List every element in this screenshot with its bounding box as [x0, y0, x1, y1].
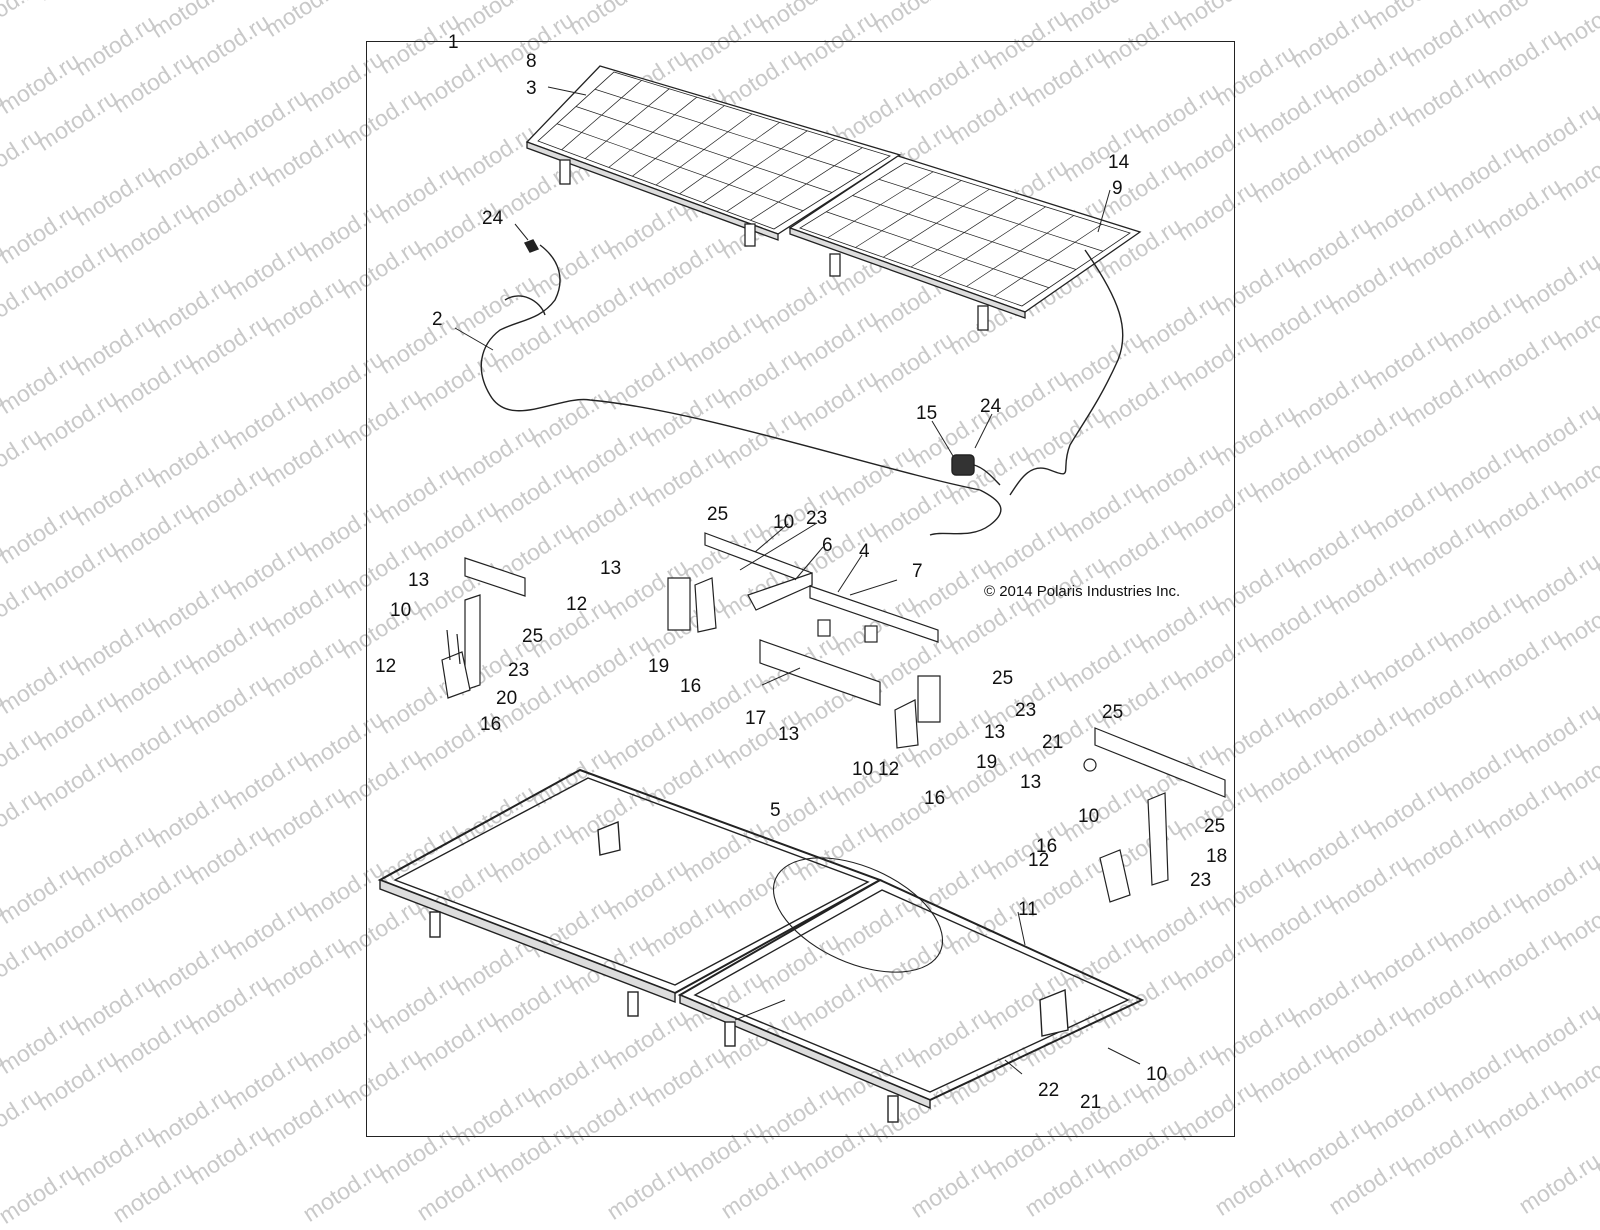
callout-6: 6 [822, 535, 833, 556]
callout-23c: 23 [1015, 700, 1036, 721]
callout-2: 2 [432, 309, 443, 330]
callout-12b: 12 [375, 656, 396, 677]
panel-cell-line [556, 123, 804, 212]
callout-20: 20 [496, 688, 517, 709]
callout-13c: 13 [984, 722, 1005, 743]
panel-cell-line [852, 195, 1077, 270]
spacer-21 [1083, 758, 1097, 772]
copyright-text: © 2014 Polaris Industries Inc. [984, 583, 1180, 600]
callouts: 1 8 3 14 9 24 2 15 24 25 10 23 6 4 7 13 … [375, 32, 1227, 1113]
diagram-frame [366, 41, 1235, 1137]
callout-7: 7 [912, 561, 923, 582]
callout-3: 3 [526, 78, 537, 99]
mount-foot [744, 223, 756, 247]
bracket-assembly-left [441, 557, 526, 699]
callout-16c: 16 [924, 788, 945, 809]
mount-foot [887, 1095, 899, 1123]
mount-foot [724, 1021, 736, 1047]
mount-foot [977, 305, 989, 331]
panel-cell-line [594, 88, 862, 175]
mount-foot [627, 991, 639, 1017]
callout-10: 10 [773, 512, 794, 533]
bracket-19 [667, 577, 691, 631]
callout-10d: 10 [1078, 806, 1099, 827]
callout-23d: 23 [1190, 870, 1211, 891]
callout-16d: 16 [1036, 836, 1057, 857]
callout-25e: 25 [1204, 816, 1225, 837]
callout-16: 16 [680, 676, 701, 697]
callout-5: 5 [770, 800, 781, 821]
callout-15: 15 [916, 403, 937, 424]
rail-assembly-center [667, 532, 941, 749]
callout-1: 1 [448, 32, 459, 53]
callout-13: 13 [600, 558, 621, 579]
bracket-16b [894, 699, 919, 749]
frame-right [677, 878, 1145, 1123]
detail-circle [772, 857, 944, 973]
mount-foot [429, 911, 441, 938]
callout-22: 22 [1038, 1080, 1059, 1101]
callout-24: 24 [482, 208, 504, 229]
callout-19b: 19 [976, 752, 997, 773]
callout-13d: 13 [778, 724, 799, 745]
callout-11: 11 [1018, 899, 1038, 920]
mount-foot [559, 159, 571, 185]
connector-box [951, 454, 975, 476]
callout-10b: 10 [390, 600, 411, 621]
panel-cell-line [878, 178, 1104, 252]
callout-13b: 13 [408, 570, 429, 591]
callout-12c: 12 [878, 759, 899, 780]
callout-12d: 12 [1028, 850, 1049, 871]
bracket-16 [694, 577, 717, 633]
exploded-view: 1 8 3 14 9 24 2 15 24 25 10 23 6 4 7 13 … [375, 32, 1227, 1123]
callout-16b: 16 [480, 714, 501, 735]
callout-25b: 25 [522, 626, 543, 647]
callout-10e: 10 [1146, 1064, 1167, 1085]
callout-12: 12 [566, 594, 587, 615]
bracket-19b [917, 675, 941, 723]
panel-cell-line [575, 106, 833, 193]
bracket-assembly-right [1083, 727, 1226, 903]
callout-18: 18 [1206, 846, 1227, 867]
callout-21: 21 [1042, 732, 1063, 753]
clamp [864, 625, 878, 643]
callout-17: 17 [745, 708, 766, 729]
connector-plug [523, 239, 540, 253]
clamp [817, 619, 831, 637]
callout-25d: 25 [1102, 702, 1123, 723]
frame-left [377, 768, 883, 1017]
leader-lines [454, 86, 1141, 1075]
callout-9: 9 [1112, 178, 1123, 199]
solar-panel-right [788, 155, 1142, 331]
callout-13e: 13 [1020, 772, 1041, 793]
callout-25c: 25 [992, 668, 1013, 689]
mount-foot [829, 253, 841, 277]
solar-panel-left [525, 65, 902, 247]
wiring-harness [480, 239, 1124, 536]
callout-14: 14 [1108, 152, 1130, 173]
callout-25: 25 [707, 504, 728, 525]
callout-10c: 10 [852, 759, 873, 780]
callout-23: 23 [806, 508, 827, 529]
callout-4: 4 [859, 541, 870, 562]
callout-21b: 21 [1080, 1092, 1101, 1113]
callout-8: 8 [526, 51, 537, 72]
callout-19: 19 [648, 656, 669, 677]
panel-cell-line [826, 211, 1050, 289]
callout-24b: 24 [980, 396, 1002, 417]
callout-23b: 23 [508, 660, 529, 681]
